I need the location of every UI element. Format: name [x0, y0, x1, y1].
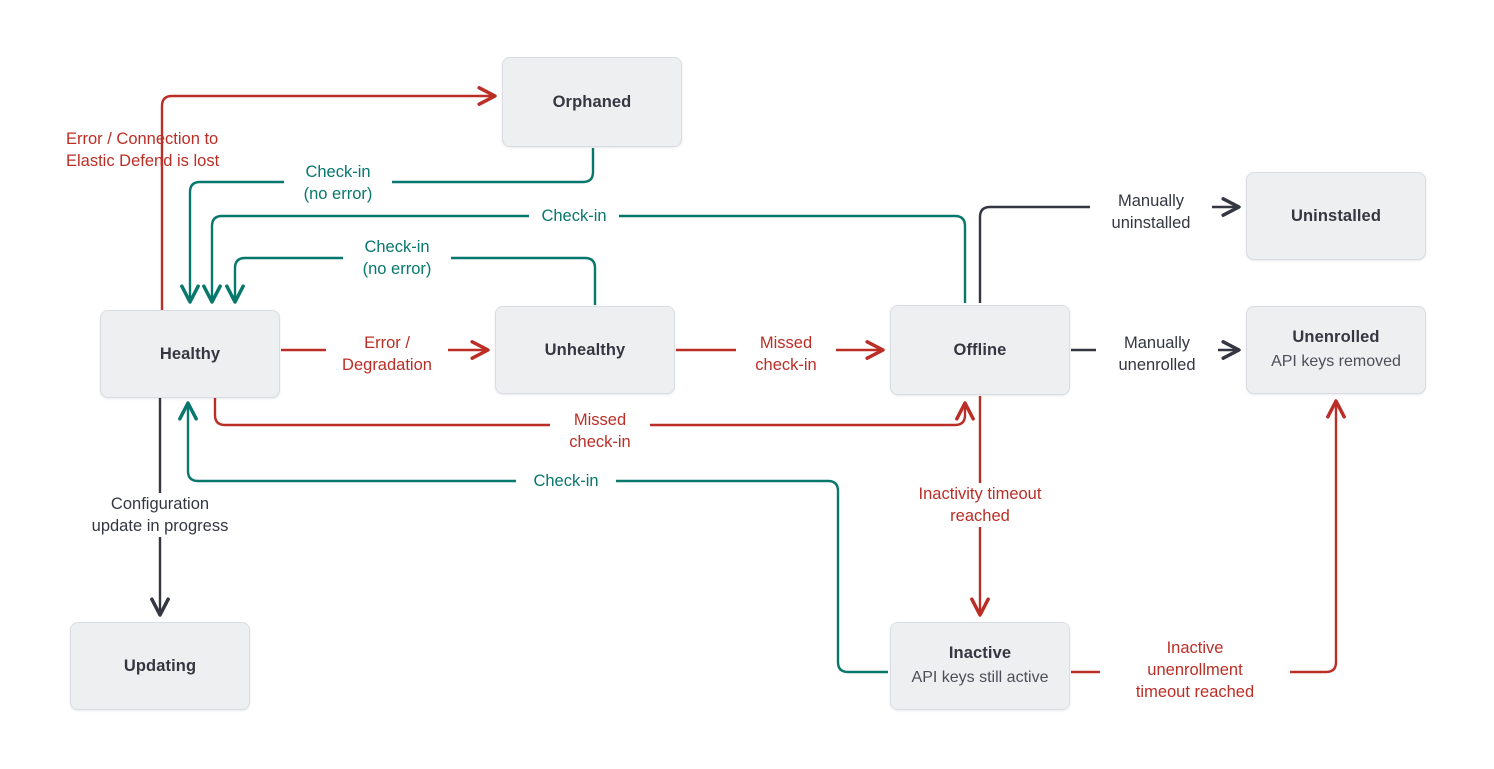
edge-label-inactive-to-healthy: Check-in [516, 470, 616, 492]
node-offline[interactable]: Offline [890, 305, 1070, 395]
node-uninstalled-title: Uninstalled [1290, 206, 1382, 225]
node-offline-title: Offline [953, 340, 1007, 359]
node-updating[interactable]: Updating [70, 622, 250, 710]
edge-label-healthy-to-unhealthy: Error / Degradation [326, 332, 448, 376]
node-orphaned[interactable]: Orphaned [502, 57, 682, 147]
node-healthy-title: Healthy [159, 344, 221, 363]
node-unenrolled-title: Unenrolled [1292, 328, 1380, 347]
node-updating-title: Updating [123, 656, 197, 675]
edge-label-healthy-to-offline: Missed check-in [550, 409, 650, 453]
edge-label-offline-to-inactive: Inactivity timeout reached [900, 483, 1060, 527]
node-inactive-subtitle: API keys still active [911, 668, 1049, 686]
node-inactive[interactable]: Inactive API keys still active [890, 622, 1070, 710]
wire-healthy-to-orphaned [160, 86, 497, 310]
node-orphaned-title: Orphaned [552, 92, 632, 111]
edge-label-healthy-to-updating: Configuration update in progress [62, 493, 258, 537]
edge-label-offline-to-unenrolled: Manually unenrolled [1096, 332, 1218, 376]
edge-label-healthy-to-orphaned: Error / Connection to Elastic Defend is … [66, 130, 220, 170]
wire-offline-to-uninstalled [978, 197, 1241, 303]
edge-label-orphaned-to-healthy: Check-in (no error) [284, 161, 392, 205]
node-uninstalled[interactable]: Uninstalled [1246, 172, 1426, 260]
node-inactive-title: Inactive [948, 644, 1012, 663]
edge-label-unhealthy-to-offline: Missed check-in [736, 332, 836, 376]
node-unhealthy-title: Unhealthy [544, 340, 626, 359]
edge-label-unhealthy-to-healthy: Check-in (no error) [343, 236, 451, 280]
node-unhealthy[interactable]: Unhealthy [495, 306, 675, 394]
node-healthy[interactable]: Healthy [100, 310, 280, 398]
edge-label-offline-to-healthy: Check-in [529, 205, 619, 227]
edge-label-inactive-to-unenrolled: Inactive unenrollment timeout reached [1100, 637, 1290, 703]
wire-inactive-to-unenrolled [1071, 399, 1346, 674]
node-unenrolled[interactable]: Unenrolled API keys removed [1246, 306, 1426, 394]
wire-inactive-to-healthy [178, 401, 888, 674]
edge-label-offline-to-uninstalled: Manually uninstalled [1090, 190, 1212, 234]
node-unenrolled-subtitle: API keys removed [1271, 352, 1401, 370]
